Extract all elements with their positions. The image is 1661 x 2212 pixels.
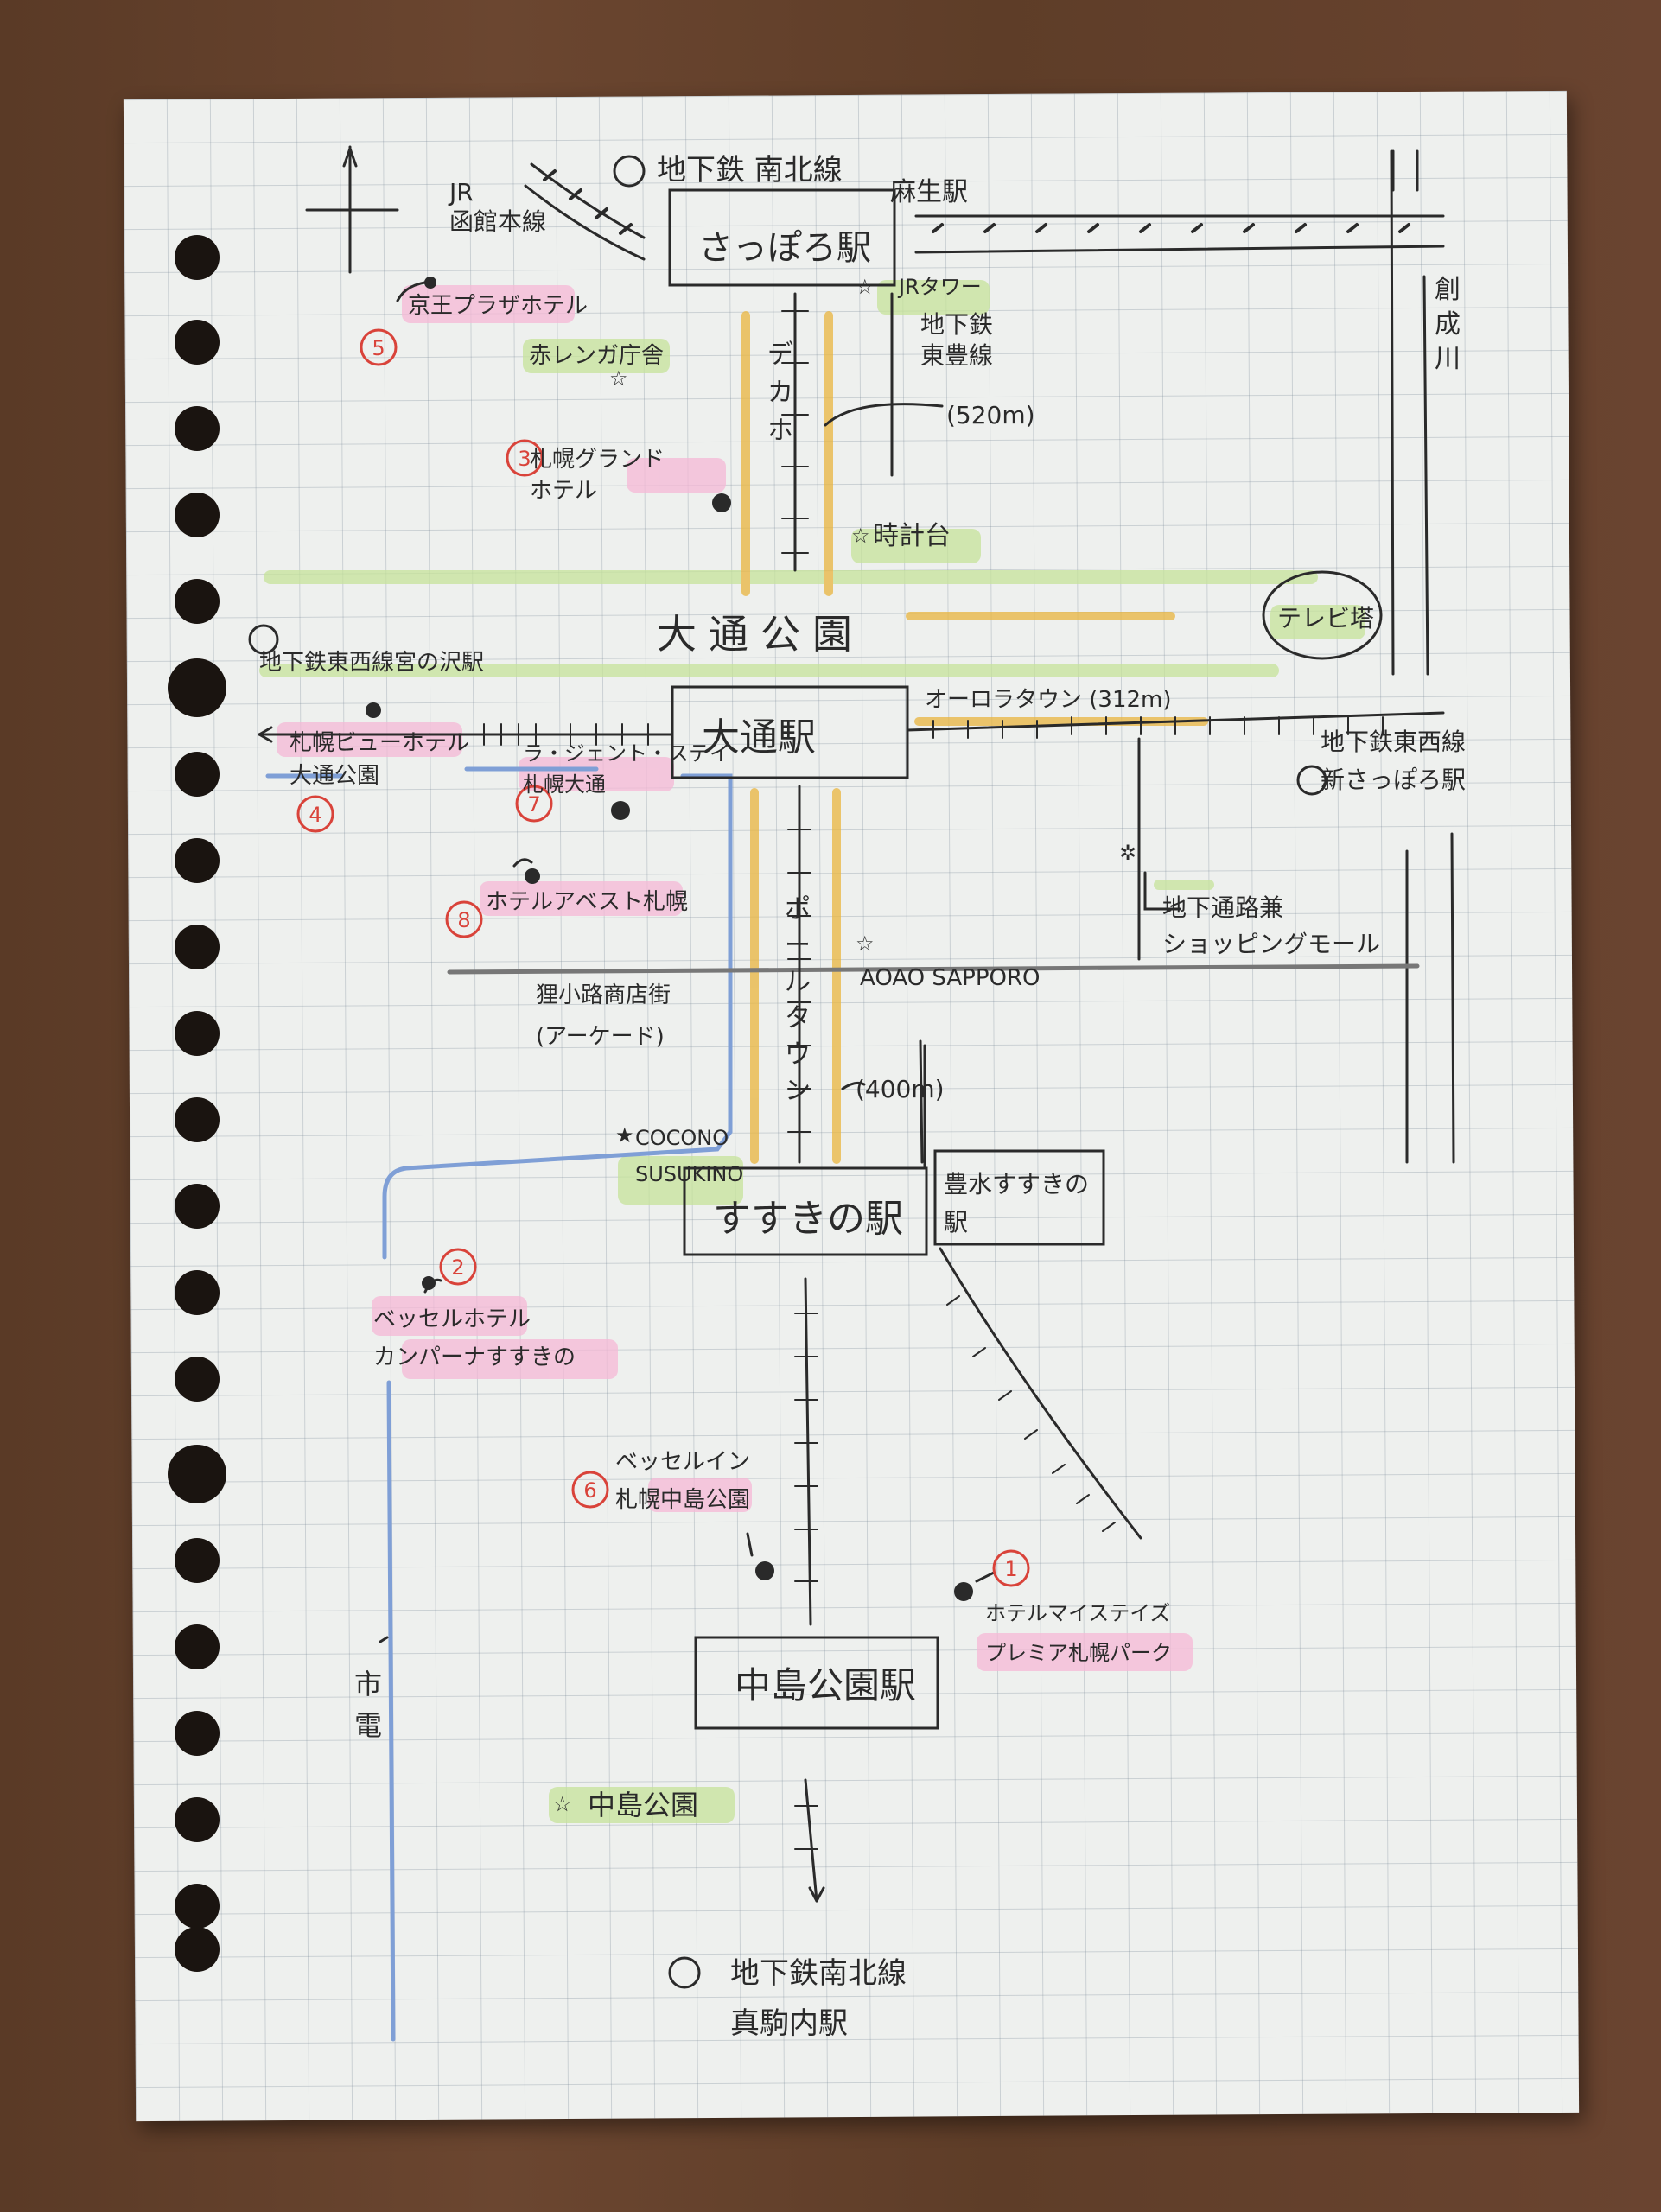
label-sapporo-grand-hotel: 札幌グランドホテル (530, 447, 665, 504)
susukino-station-box (683, 1166, 928, 1256)
label-underground-mall: 地下通路兼ショッピングモール (1162, 893, 1380, 958)
number-2: 2 (451, 1255, 464, 1280)
streetcar-line (265, 766, 733, 2042)
label-pole-distance: (400m) (856, 1075, 945, 1103)
label-tanuki-koji: 狸小路商店街(アーケード) (536, 982, 671, 1050)
label-dekaho-distance: (520m) (946, 401, 1035, 429)
subway-logo-icon (1296, 765, 1327, 796)
label-sapporo-station: さっぽろ駅 (698, 228, 871, 268)
sapporo-station-box (668, 188, 896, 287)
odori-station-box (671, 685, 909, 779)
tv-tower-circle (1262, 570, 1383, 660)
highlights (259, 280, 1365, 1823)
label-sosei-river: 創成川 (1435, 275, 1461, 374)
label-tozai-west: 地下鉄東西線宮の沢駅 (259, 650, 484, 676)
binder-holes (168, 235, 226, 1972)
label-nakajima-koen-station: 中島公園駅 (735, 1664, 916, 1707)
label-line-top: 地下鉄 南北線 (657, 153, 843, 188)
label-view-hotel-odori: 札幌ビューホテル大通公園 (290, 730, 469, 789)
star-icon: ☆ (856, 275, 875, 299)
number-3: 3 (518, 447, 531, 471)
subway-logo-icons (248, 155, 1327, 1989)
dekaho-west-line (741, 311, 750, 596)
star-icon: ☆ (609, 366, 628, 391)
label-dekaho: デカホ (767, 340, 793, 446)
pole-town-west-line (750, 788, 759, 1164)
label-toho-line: 地下鉄東豊線 (920, 310, 993, 370)
dekaho-east-line (824, 311, 833, 596)
red-numbers (296, 328, 1030, 1587)
ink-lines (258, 145, 1455, 1903)
label-mystays-premier: ホテルマイステイズプレミア札幌パーク (985, 1601, 1172, 1665)
subway-logo-icon (248, 624, 279, 655)
label-hosui-susukino-station: 豊水すすきの駅 (944, 1170, 1089, 1236)
label-akarenga: 赤レンガ庁舎 (529, 343, 664, 369)
number-6: 6 (583, 1478, 596, 1503)
subway-logo-icon (668, 1956, 701, 1989)
label-pole-town: ポールタウン (785, 894, 811, 1106)
label-keio-plaza-hotel: 京王プラザホテル (408, 293, 588, 319)
number-5: 5 (372, 336, 385, 360)
label-odori-park: 大通公園 (657, 611, 864, 658)
label-tv-tower: テレビ塔 (1277, 604, 1374, 632)
label-vessel-inn: ベッセルイン札幌中島公園 (615, 1449, 750, 1513)
label-hotel-abest: ホテルアベスト札幌 (486, 889, 688, 915)
label-la-gent-stay: ラ・ジェント・ステイ札幌大通 (523, 741, 730, 797)
star-icon: ★ (615, 1123, 634, 1147)
number-7: 7 (527, 792, 540, 817)
number-4: 4 (309, 803, 321, 827)
subway-logo-icon (613, 155, 646, 188)
hotel-markers (366, 276, 973, 1601)
star-icon: ☆ (851, 524, 870, 548)
label-vessel-campana: ベッセルホテルカンパーナすすきの (373, 1306, 576, 1370)
odori-park-north-band (264, 570, 1318, 584)
number-1: 1 (1004, 1557, 1017, 1581)
nakajima-koen-station-box (694, 1636, 939, 1730)
hosui-susukino-station-box (933, 1149, 1105, 1246)
star-icon: ☆ (856, 931, 875, 956)
label-aoao-sapporo: AOAO SAPPORO (860, 965, 1041, 991)
label-tokeidai: 時計台 (873, 521, 951, 551)
label-nakajima-park: 中島公園 (588, 1789, 698, 1821)
star-icon: ☆ (553, 1792, 572, 1816)
star-icon: ✲ (1119, 841, 1136, 865)
label-jr-tower: JRタワー (897, 275, 982, 299)
label-susukino-station: すすきの駅 (713, 1197, 903, 1241)
label-streetcar: 市電 (354, 1668, 382, 1742)
label-line-bottom: 地下鉄南北線真駒内駅 (730, 1956, 907, 2041)
odori-park-south-band (259, 664, 1279, 677)
red-number-labels: 5 3 4 7 8 2 6 1 (309, 336, 1017, 1581)
star-icons: ☆ ☆ ☆ ☆ ★ ☆ ✲ (553, 275, 1136, 1816)
label-aurora-town: オーロラタウン (312m) (925, 687, 1172, 713)
pole-town-east-line (832, 788, 841, 1164)
label-asabu-station: 麻生駅 (890, 177, 968, 207)
aurora-town-line-1 (906, 612, 1175, 620)
label-odori-station: 大通駅 (702, 715, 816, 760)
label-tozai-east: 地下鉄東西線新さっぽろ駅 (1321, 728, 1466, 794)
number-8: 8 (457, 908, 470, 932)
